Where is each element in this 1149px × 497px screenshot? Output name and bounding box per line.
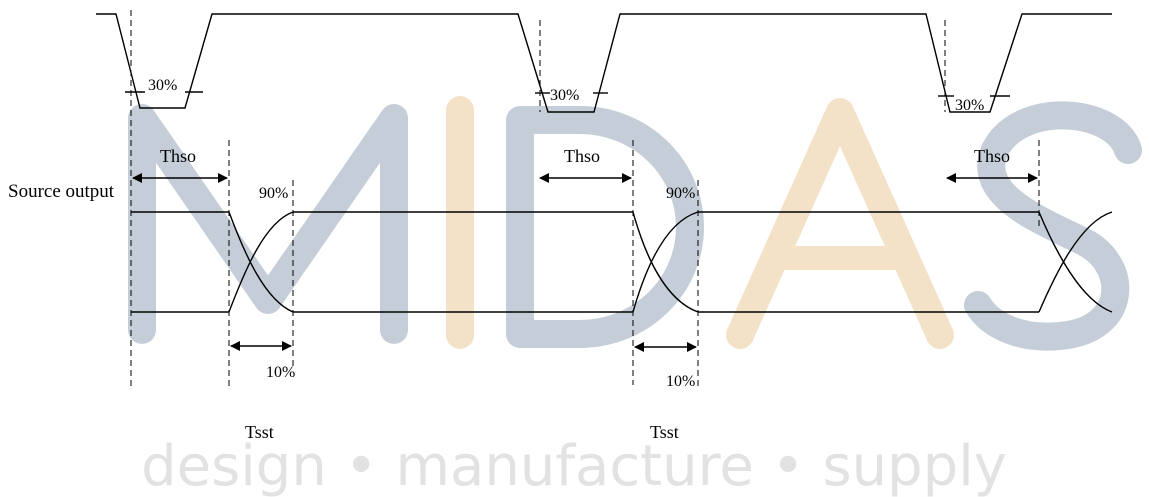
thso-label-2: Thso (564, 146, 600, 166)
watermark-tagline: design • manufacture • supply (141, 434, 1007, 497)
source-output-waveform (131, 211, 1113, 313)
watermark-logo-letters (128, 96, 1142, 351)
tsst-label-1: Tsst (245, 422, 274, 442)
threshold-label-3: 30% (955, 97, 984, 114)
threshold-label-1: 30% (148, 77, 177, 94)
signal-label: Source output (8, 181, 115, 202)
thso-label-1: Thso (160, 146, 196, 166)
watermark-letter-d (506, 106, 704, 348)
fall-label-2: 10% (666, 373, 695, 390)
rise-label-2: 90% (666, 185, 695, 202)
fall-label-1: 10% (266, 364, 295, 381)
control-waveform (96, 13, 1112, 113)
watermark: design • manufacture • supply (128, 96, 1142, 497)
watermark-letter-m (128, 104, 408, 344)
tsst-label-2: Tsst (650, 422, 679, 442)
rise-label-1: 90% (259, 185, 288, 202)
thso-label-3: Thso (974, 146, 1010, 166)
labels: Source output 30% 30% 30% Thso Thso Thso… (8, 77, 1010, 442)
watermark-letter-a (726, 98, 954, 349)
threshold-label-2: 30% (550, 87, 579, 104)
timing-arrows (132, 173, 1038, 352)
watermark-letter-s (964, 101, 1142, 351)
